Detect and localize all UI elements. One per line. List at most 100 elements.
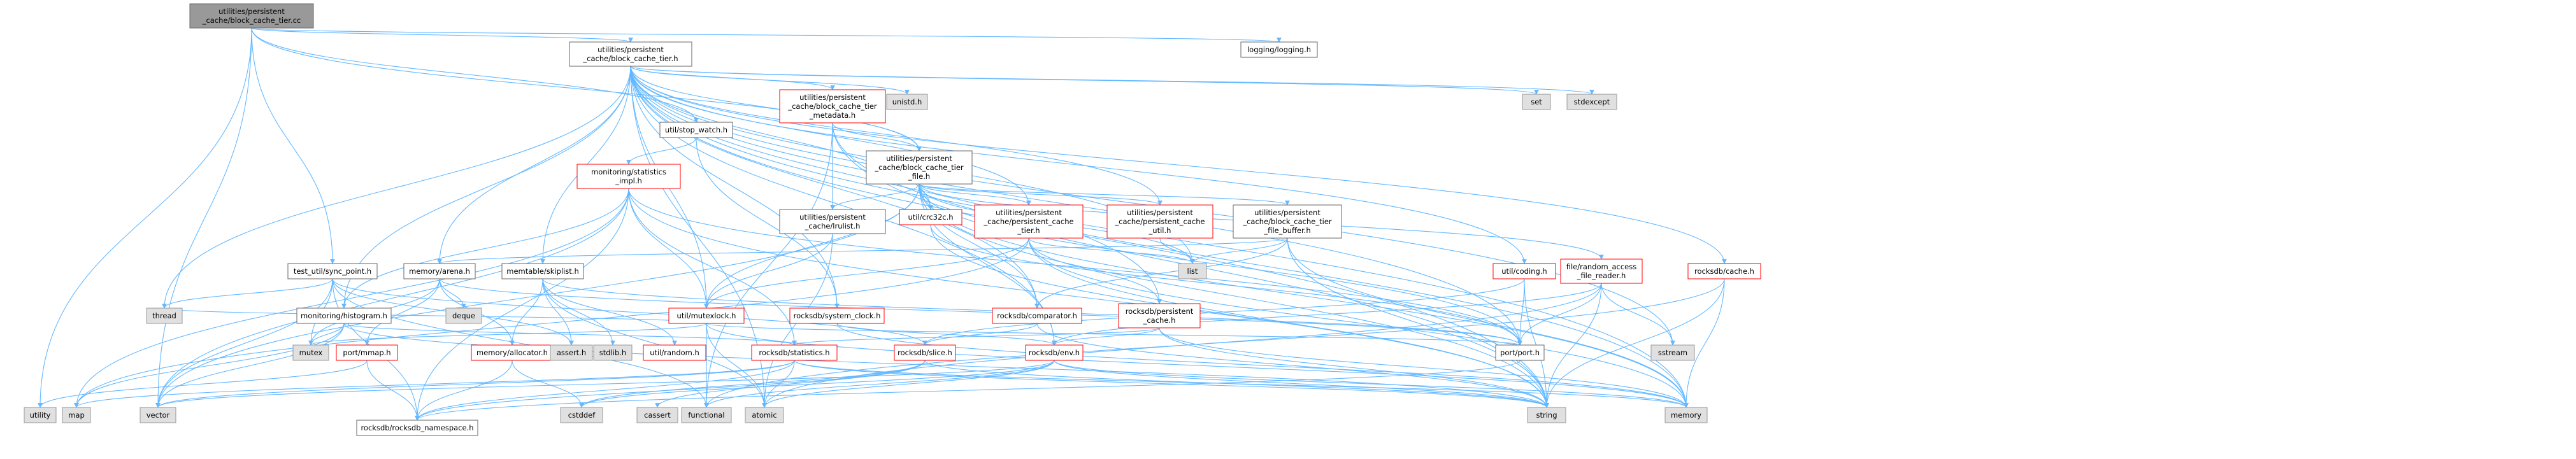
node-mutex: mutex bbox=[292, 344, 329, 361]
node-label: _file_reader.h bbox=[1577, 271, 1626, 280]
node-stopwatch[interactable]: util/stop_watch.h bbox=[659, 122, 733, 138]
edge-syncpoint-to-slice bbox=[332, 278, 927, 346]
node-pc_tier[interactable]: utilities/persistent_cache/persistent_ca… bbox=[974, 204, 1084, 239]
node-mutexlock[interactable]: util/mutexlock.h bbox=[668, 307, 745, 324]
node-box bbox=[866, 150, 973, 185]
node-random[interactable]: util/random.h bbox=[643, 344, 706, 361]
node-label: cassert bbox=[644, 411, 671, 420]
node-port_mmap[interactable]: port/mmap.h bbox=[336, 344, 398, 361]
node-stdlib: stdlib.h bbox=[593, 344, 633, 361]
edge-pc_tier-to-mutexlock bbox=[704, 237, 1029, 309]
node-coding[interactable]: util/coding.h bbox=[1492, 263, 1556, 279]
node-persistent_cache[interactable]: rocksdb/persistent_cache.h bbox=[1118, 303, 1201, 328]
node-logging[interactable]: logging/logging.h bbox=[1240, 41, 1318, 58]
edge-allocator-to-namespace bbox=[415, 360, 513, 421]
node-bct_h[interactable]: utilities/persistent_cache/block_cache_t… bbox=[569, 41, 692, 67]
node-histogram[interactable]: monitoring/histogram.h bbox=[296, 307, 392, 324]
node-string: string bbox=[1527, 407, 1566, 423]
node-box bbox=[1687, 263, 1761, 279]
edge-coding-to-port bbox=[1517, 278, 1525, 346]
node-arena[interactable]: memory/arena.h bbox=[403, 263, 476, 279]
edge-root-to-utility bbox=[38, 27, 252, 408]
node-cache_h[interactable]: rocksdb/cache.h bbox=[1687, 263, 1761, 279]
edge-skiplist-to-random bbox=[542, 278, 677, 346]
node-box bbox=[1025, 344, 1084, 361]
node-box bbox=[24, 407, 57, 423]
node-root[interactable]: utilities/persistent_cache/block_cache_t… bbox=[189, 3, 314, 29]
node-label: rocksdb/statistics.h bbox=[759, 348, 829, 357]
edge-env-to-vector bbox=[155, 360, 1055, 408]
edge-bct_h-to-histogram bbox=[341, 66, 631, 309]
node-file_buffer[interactable]: utilities/persistent_cache/block_cache_t… bbox=[1233, 204, 1342, 239]
node-label: assert.h bbox=[557, 348, 586, 357]
node-bct_file[interactable]: utilities/persistent_cache/block_cache_t… bbox=[866, 150, 973, 185]
node-label: memory/arena.h bbox=[409, 267, 470, 276]
edge-monitoring_impl-to-string bbox=[628, 188, 1549, 408]
node-box bbox=[751, 344, 838, 361]
node-rafr[interactable]: file/random_access_file_reader.h bbox=[1560, 258, 1643, 284]
node-box bbox=[681, 407, 732, 423]
node-monitoring_impl[interactable]: monitoring/statistics_impl.h bbox=[576, 164, 681, 189]
node-env[interactable]: rocksdb/env.h bbox=[1025, 344, 1084, 361]
node-label: _cache/persistent_cache bbox=[983, 217, 1073, 226]
node-label: utilities/persistent bbox=[886, 154, 952, 163]
node-crc32c[interactable]: util/crc32c.h bbox=[899, 209, 962, 225]
node-box bbox=[1492, 263, 1556, 279]
node-namespace[interactable]: rocksdb/rocksdb_namespace.h bbox=[356, 420, 478, 436]
edge-slice-to-namespace bbox=[415, 360, 926, 421]
edge-root-to-bct_h bbox=[251, 27, 633, 43]
node-assert_h: assert.h bbox=[550, 344, 593, 361]
node-box bbox=[1106, 204, 1213, 239]
node-label: _cache/block_cache_tier.cc bbox=[202, 16, 301, 25]
node-slice[interactable]: rocksdb/slice.h bbox=[894, 344, 956, 361]
node-label: _tier.h bbox=[1017, 226, 1040, 235]
edge-rafr-to-sstream bbox=[1601, 283, 1675, 346]
node-box bbox=[745, 407, 784, 423]
node-box bbox=[1240, 41, 1318, 58]
edge-bct_h-to-atomic bbox=[630, 66, 767, 408]
edge-arena-to-port_mmap bbox=[364, 278, 440, 346]
edge-monitoring_impl-to-port bbox=[628, 188, 1522, 346]
node-allocator[interactable]: memory/allocator.h bbox=[471, 344, 554, 361]
node-box bbox=[593, 344, 633, 361]
node-port[interactable]: port/port.h bbox=[1495, 344, 1545, 361]
node-set: set bbox=[1522, 94, 1551, 110]
node-skiplist[interactable]: memtable/skiplist.h bbox=[501, 263, 584, 279]
node-pc_util[interactable]: utilities/persistent_cache/persistent_ca… bbox=[1106, 204, 1213, 239]
node-label: util/random.h bbox=[650, 348, 699, 357]
node-label: monitoring/histogram.h bbox=[301, 311, 387, 320]
node-label: deque bbox=[452, 311, 475, 320]
edge-monitoring_impl-to-mutexlock bbox=[628, 188, 709, 309]
node-syncpoint[interactable]: test_util/sync_point.h bbox=[287, 263, 378, 279]
node-statistics[interactable]: rocksdb/statistics.h bbox=[751, 344, 838, 361]
edge-file_buffer-to-arena bbox=[437, 237, 1288, 264]
node-metadata[interactable]: utilities/persistent_cache/block_cache_t… bbox=[779, 89, 886, 124]
node-label: unistd.h bbox=[892, 97, 922, 106]
node-lrulist[interactable]: utilities/persistent_cache/lrulist.h bbox=[779, 209, 886, 234]
edge-statistics-to-vector bbox=[155, 360, 795, 408]
node-comparator[interactable]: rocksdb/comparator.h bbox=[992, 307, 1082, 324]
node-box bbox=[636, 407, 678, 423]
node-label: _util.h bbox=[1148, 226, 1171, 235]
edge-histogram-to-statistics bbox=[343, 323, 797, 346]
edge-mutexlock-to-atomic bbox=[706, 323, 767, 408]
node-label: rocksdb/slice.h bbox=[898, 348, 952, 357]
node-label: _cache/block_cache_tier bbox=[787, 102, 877, 111]
node-unistd: unistd.h bbox=[886, 94, 928, 110]
node-label: _file_buffer.h bbox=[1263, 226, 1310, 235]
node-label: rocksdb/system_clock.h bbox=[794, 311, 881, 320]
node-box bbox=[789, 307, 885, 324]
node-label: memtable/skiplist.h bbox=[506, 267, 578, 276]
node-box bbox=[1522, 94, 1551, 110]
node-box bbox=[501, 263, 584, 279]
edge-mutexlock-to-memory bbox=[706, 323, 1689, 408]
edge-arena-to-deque bbox=[439, 278, 466, 309]
node-stdexcept: stdexcept bbox=[1566, 94, 1617, 110]
edge-bct_h-to-arena bbox=[437, 66, 631, 264]
node-utility: utility bbox=[24, 407, 57, 423]
node-label: rocksdb/comparator.h bbox=[997, 311, 1077, 320]
node-label: atomic bbox=[752, 411, 776, 420]
node-sysclock[interactable]: rocksdb/system_clock.h bbox=[789, 307, 885, 324]
node-box bbox=[1527, 407, 1566, 423]
edge-mutexlock-to-port bbox=[706, 323, 1522, 346]
